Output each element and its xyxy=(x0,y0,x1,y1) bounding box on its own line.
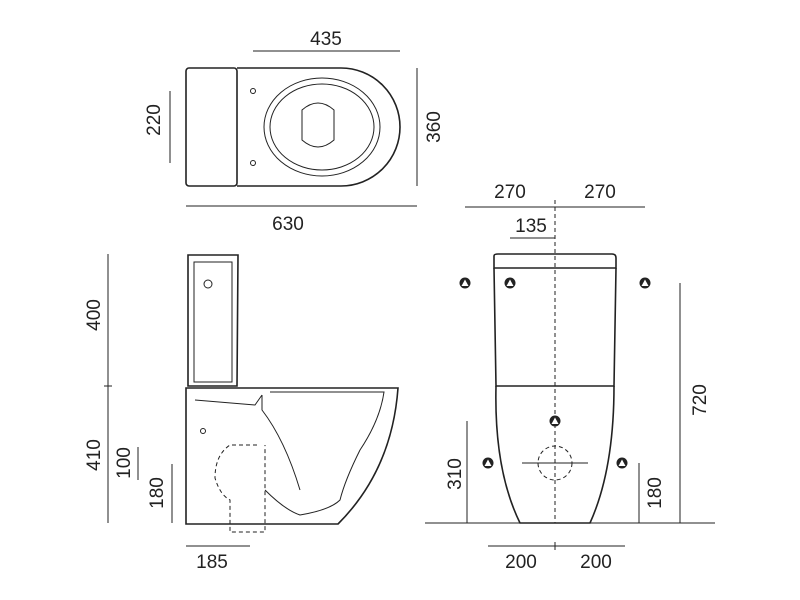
dim-410: 410 xyxy=(84,439,105,471)
dim-200-left: 200 xyxy=(505,552,537,573)
fixing-hole xyxy=(200,428,206,434)
fixing-hole xyxy=(250,160,256,166)
valve-icon xyxy=(504,277,516,289)
dim-270-right: 270 xyxy=(584,182,616,203)
dim-180-front: 180 xyxy=(645,477,666,509)
valve-icon xyxy=(616,457,628,469)
dim-270-left: 270 xyxy=(494,182,526,203)
dim-100: 100 xyxy=(114,447,135,479)
side-tank-inner xyxy=(193,261,233,383)
top-seat-inner xyxy=(269,83,375,171)
front-view: 270 270 135 720 310 180 200 200 xyxy=(425,182,715,573)
dim-220: 220 xyxy=(144,104,165,136)
side-view: 400 410 100 180 185 xyxy=(84,254,399,573)
dim-310: 310 xyxy=(445,458,466,490)
dim-180-side: 180 xyxy=(147,477,168,509)
top-seat xyxy=(263,77,381,177)
dim-720: 720 xyxy=(690,384,711,416)
top-bowl xyxy=(237,67,401,187)
dim-135: 135 xyxy=(515,216,547,237)
top-view: 435 360 220 630 xyxy=(144,29,445,235)
side-bowl xyxy=(185,387,399,525)
dim-630: 630 xyxy=(272,214,304,235)
dim-400: 400 xyxy=(84,299,105,331)
valve-icon xyxy=(549,415,561,427)
side-flush-channel xyxy=(194,394,263,406)
dim-360: 360 xyxy=(424,111,445,143)
flush-button xyxy=(203,279,213,289)
dim-435: 435 xyxy=(310,29,342,50)
top-bowl-opening xyxy=(301,102,335,148)
front-lid xyxy=(493,253,617,269)
fixing-hole xyxy=(250,88,256,94)
side-tank xyxy=(187,254,239,387)
valve-icon xyxy=(459,277,471,289)
side-trapway xyxy=(261,391,385,516)
valve-icon xyxy=(639,277,651,289)
side-outlet-dashed xyxy=(214,444,266,533)
valve-markers xyxy=(459,277,651,469)
top-tank xyxy=(185,67,238,187)
valve-icon xyxy=(482,457,494,469)
dim-185: 185 xyxy=(196,552,228,573)
dim-200-right: 200 xyxy=(580,552,612,573)
